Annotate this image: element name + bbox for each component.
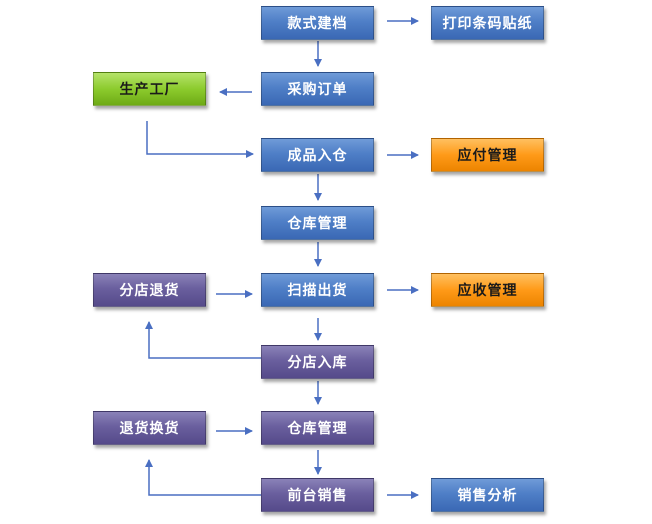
node-scan-out[interactable]: 扫描出货 xyxy=(261,273,374,307)
arrow-branch-in-to-branch-return xyxy=(145,321,262,359)
node-factory[interactable]: 生产工厂 xyxy=(93,72,206,106)
node-branch-return[interactable]: 分店退货 xyxy=(93,273,206,307)
node-branch-in[interactable]: 分店入库 xyxy=(261,345,374,379)
node-payables[interactable]: 应付管理 xyxy=(431,138,544,172)
node-return-exchange[interactable]: 退货换货 xyxy=(93,411,206,445)
node-front-sales[interactable]: 前台销售 xyxy=(261,478,374,512)
arrow-sales-to-return-exchange xyxy=(145,459,262,496)
node-style-archive[interactable]: 款式建档 xyxy=(261,6,374,40)
arrow-factory-to-finished xyxy=(146,121,254,158)
node-sales-analysis[interactable]: 销售分析 xyxy=(431,478,544,512)
node-print-barcode[interactable]: 打印条码贴纸 xyxy=(431,6,544,40)
node-warehouse-1[interactable]: 仓库管理 xyxy=(261,206,374,240)
node-purchase-order[interactable]: 采购订单 xyxy=(261,72,374,106)
node-receivables[interactable]: 应收管理 xyxy=(431,273,544,307)
node-finished-in[interactable]: 成品入仓 xyxy=(261,138,374,172)
node-warehouse-2[interactable]: 仓库管理 xyxy=(261,411,374,445)
